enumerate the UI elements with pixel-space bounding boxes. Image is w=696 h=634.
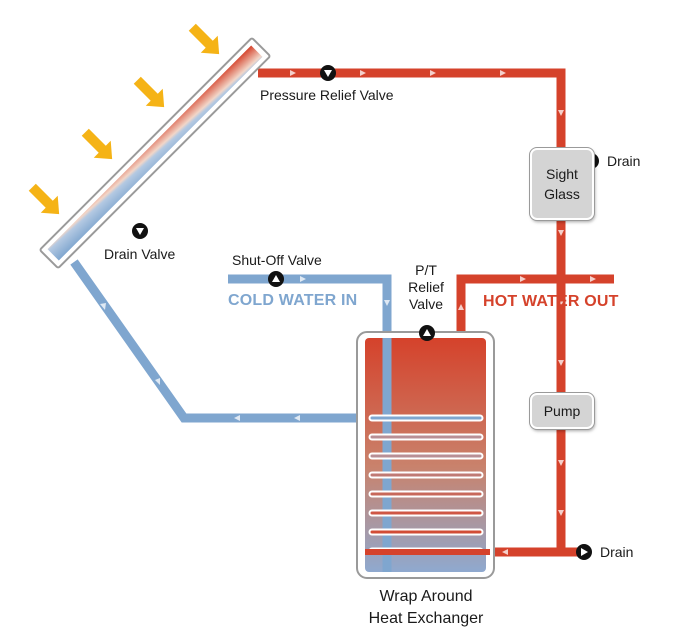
flow-arrows: [100, 70, 596, 555]
drain-bottom-label: Drain: [600, 544, 634, 560]
pt-relief-line: P/T: [415, 262, 437, 278]
cold-return-pipe: [70, 259, 362, 423]
heat-exchanger-caption: Wrap Around Heat Exchanger: [356, 586, 496, 630]
pt-relief-line: Valve: [409, 296, 443, 312]
sun-rays: [28, 23, 220, 215]
sun-arrow-icon: [81, 128, 113, 160]
solar-collector-panel: [39, 37, 271, 269]
drain-bottom-icon: [576, 544, 592, 560]
sun-arrow-icon: [188, 23, 220, 55]
pressure-relief-valve-label: Pressure Relief Valve: [260, 87, 394, 103]
cold-water-in-label: COLD WATER IN: [228, 292, 358, 309]
heat-exchanger-line: Heat Exchanger: [368, 610, 484, 627]
heat-exchanger-line: Wrap Around: [379, 588, 473, 605]
hot-water-out-pipe: [456, 274, 614, 333]
sight-glass: Sight Glass: [530, 148, 594, 220]
sun-arrow-icon: [133, 76, 165, 108]
drain-valve-icon: [132, 223, 148, 239]
pt-relief-valve-icon: [419, 325, 435, 341]
sun-arrow-icon: [28, 183, 60, 215]
pressure-relief-valve-icon: [320, 65, 336, 81]
drain-top-label: Drain: [607, 153, 641, 169]
storage-tank: [356, 331, 495, 579]
sight-glass-label: Sight Glass: [544, 166, 580, 202]
shutoff-valve-label: Shut-Off Valve: [232, 252, 322, 268]
drain-valve-label: Drain Valve: [104, 246, 176, 262]
shutoff-valve-icon: [268, 271, 284, 287]
pt-relief-line: Relief: [408, 279, 444, 295]
pump: Pump: [530, 393, 594, 429]
pump-label: Pump: [543, 403, 581, 419]
hot-water-out-label: HOT WATER OUT: [483, 293, 619, 310]
pt-relief-valve-label: P/T Relief Valve: [400, 262, 452, 313]
